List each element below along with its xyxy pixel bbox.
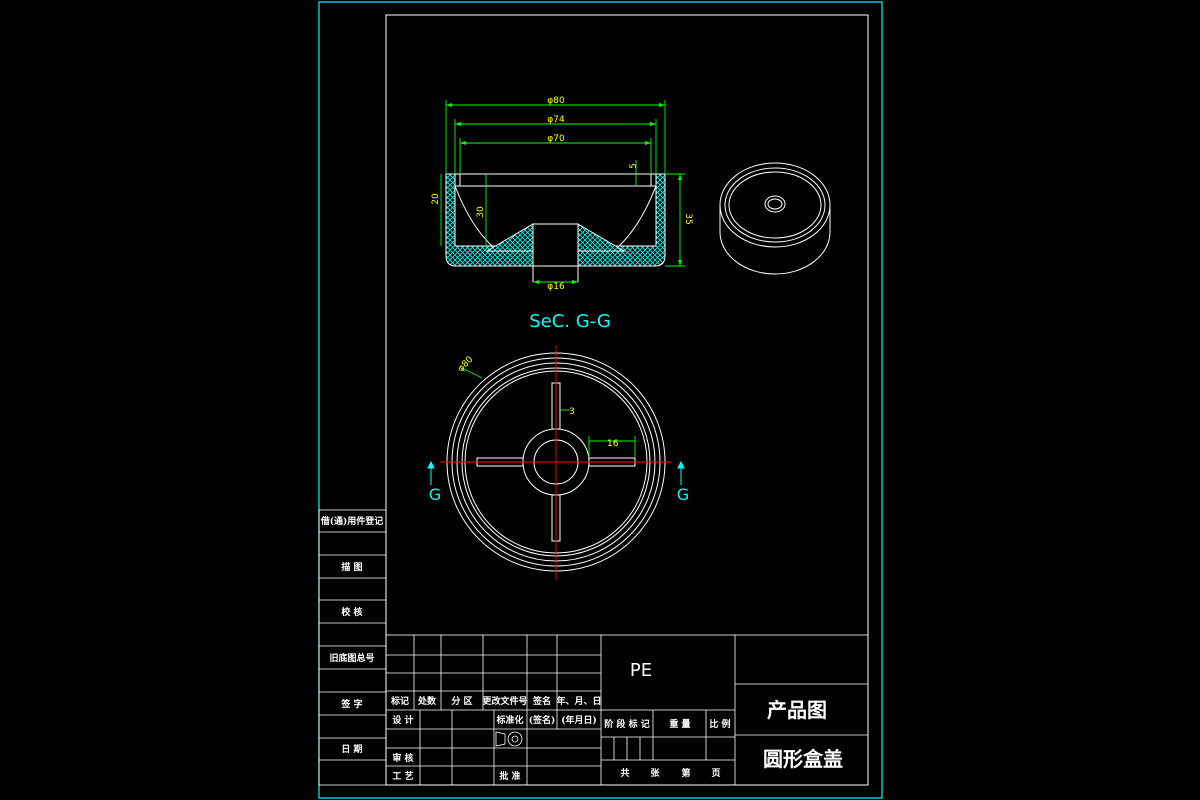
strip-label-drawing: 描 图 (341, 561, 362, 573)
tb-hdr-change-doc: 更改文件号 (482, 695, 527, 707)
tb-review: 审 核 (392, 752, 413, 764)
dim-d74: φ74 (547, 115, 565, 125)
left-strip (318, 509, 387, 786)
plan-view: 3 16 φ80 G G (427, 345, 689, 580)
cut-mark-right: G (677, 485, 689, 504)
part-name: 圆形盒盖 (763, 747, 843, 771)
dim-d80: φ80 (547, 96, 565, 106)
strip-label-check: 校 核 (341, 606, 362, 618)
strip-label-old-drawing: 旧底图总号 (329, 652, 374, 664)
dim-d16: φ16 (547, 282, 565, 292)
tb-hdr-zone: 分 区 (451, 695, 472, 707)
rib-length-dim: 16 (607, 439, 619, 449)
tb-stage-mark: 阶 段 标 记 (604, 718, 649, 730)
rib-right (577, 223, 626, 252)
rib-left (485, 223, 534, 252)
tb-scale: 比 例 (709, 718, 730, 730)
dim-5: 5 (629, 163, 639, 169)
dim-35: 35 (683, 213, 693, 224)
tb-process: 工 艺 (392, 770, 413, 782)
tb-approve: 批 准 (499, 770, 520, 782)
tb-page: 页 (711, 768, 720, 779)
section-body-right (577, 173, 666, 267)
tb-total: 共 (620, 767, 629, 779)
strip-label-date: 日 期 (341, 743, 362, 755)
title-block (385, 634, 869, 786)
material-label: PE (630, 660, 652, 681)
tb-sheets: 张 (650, 767, 660, 779)
dim-20: 20 (431, 193, 441, 205)
strip-label-sign: 签 字 (340, 698, 362, 710)
tb-standardize: 标准化 (495, 714, 523, 726)
cut-mark-left: G (429, 485, 441, 504)
tb-date-fill: (年月日) (561, 714, 597, 726)
tb-hdr-mark: 标记 (390, 695, 409, 707)
section-label: SeC. G-G (529, 311, 611, 332)
tb-hdr-sign: 签名 (532, 695, 551, 707)
plan-dia-dim: φ80 (456, 355, 476, 375)
section-body (445, 173, 534, 267)
dim-30: 30 (476, 206, 486, 218)
tb-hdr-date: 年、月、日 (556, 695, 601, 707)
rib-width-dim: 3 (569, 407, 575, 417)
outer-border (318, 1, 883, 799)
tb-no: 第 (681, 767, 690, 779)
drawing-type: 产品图 (767, 698, 827, 722)
dim-d70: φ70 (547, 134, 565, 144)
isometric-view (719, 162, 831, 275)
tb-design: 设 计 (392, 714, 413, 726)
tb-weight: 重 量 (669, 718, 690, 730)
section-view: φ80 φ74 φ70 φ16 5 20 30 35 SeC. G-G (431, 96, 693, 332)
strip-label-borrowed: 借(通)用件登记 (320, 515, 384, 527)
tb-signature: (签名) (529, 714, 556, 726)
tb-hdr-count: 处数 (417, 695, 437, 707)
projection-symbol (495, 731, 523, 747)
